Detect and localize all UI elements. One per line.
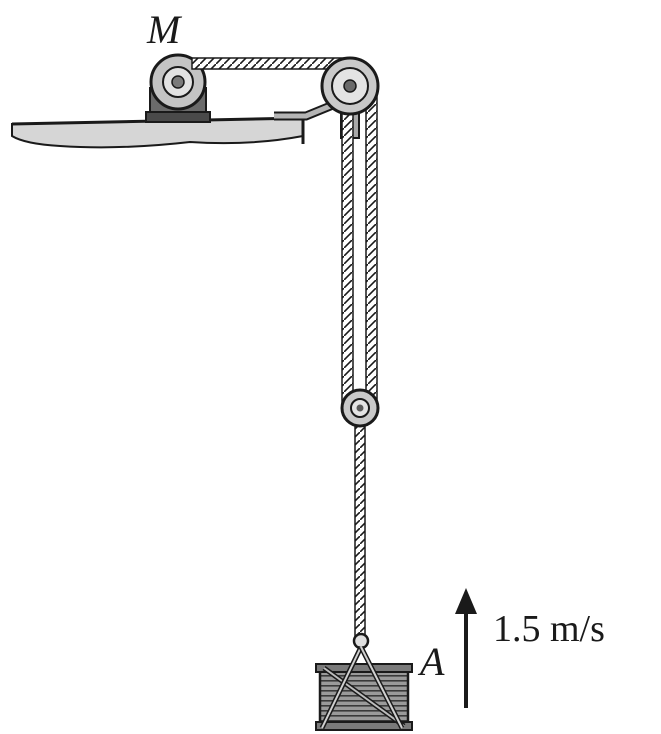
cable <box>191 57 378 639</box>
top-pulley <box>320 56 380 116</box>
motor-label: M <box>147 7 181 52</box>
motor-drum-icon <box>145 53 211 123</box>
crate-label: A <box>420 639 445 684</box>
crate-hook <box>352 632 370 650</box>
crate <box>315 645 413 731</box>
up-arrow-icon <box>455 588 477 708</box>
speed-label: 1.5 m/s <box>493 608 605 650</box>
lower-pulley <box>340 388 380 428</box>
